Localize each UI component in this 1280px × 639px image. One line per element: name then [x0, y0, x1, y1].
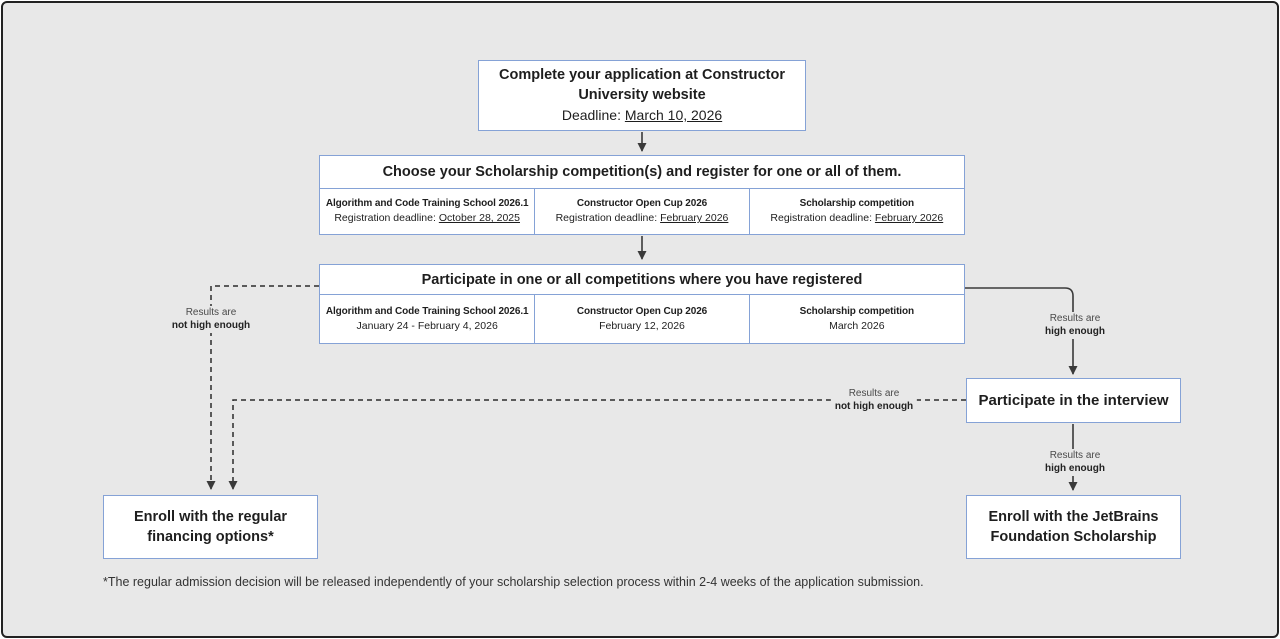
competition-deadline: Registration deadline: October 28, 2025: [334, 211, 520, 226]
step-choose-header: Choose your Scholarship competition(s) a…: [319, 155, 965, 189]
edge-label-line1: Results are: [1049, 313, 1101, 324]
edge-label-line1: Results are: [1049, 450, 1101, 461]
competition-deadline: Registration deadline: February 2026: [556, 211, 729, 226]
step-enroll-regular-box: Enroll with the regular financing option…: [103, 495, 318, 559]
edge-interview-to-regular: [228, 399, 966, 490]
participate-competition-scholarship: Scholarship competition March 2026: [748, 293, 965, 344]
step-application-deadline: Deadline: March 10, 2026: [562, 106, 722, 125]
competition-name: Algorithm and Code Training School 2026.…: [325, 198, 529, 210]
competition-date: January 24 - February 4, 2026: [356, 319, 498, 332]
competition-name: Constructor Open Cup 2026: [576, 198, 708, 210]
registration-deadline-date: February 2026: [660, 212, 729, 225]
edge-label-not-high-mid: Results are not high enough: [830, 387, 918, 414]
competition-name: Scholarship competition: [799, 198, 915, 210]
step-choose-group: Choose your Scholarship competition(s) a…: [319, 155, 965, 235]
step-enroll-jetbrains-box: Enroll with the JetBrains Foundation Sch…: [966, 495, 1181, 559]
step-participate-header: Participate in one or all competitions w…: [319, 264, 965, 295]
registration-deadline-date: February 2026: [874, 212, 944, 225]
registration-deadline-date: October 28, 2025: [438, 212, 520, 225]
edge-label-high-bottom: Results are high enough: [1041, 449, 1109, 476]
step-enroll-regular-title: Enroll with the regular financing option…: [133, 509, 288, 545]
choose-competitions-row: Algorithm and Code Training School 2026.…: [319, 187, 965, 235]
competition-name: Scholarship competition: [799, 305, 915, 317]
edge-label-line2: not high enough: [171, 319, 251, 331]
registration-deadline-label: Registration deadline:: [334, 212, 436, 225]
competition-name: Constructor Open Cup 2026: [576, 305, 708, 317]
edge-label-line2: high enough: [1045, 325, 1105, 337]
registration-deadline-label: Registration deadline:: [770, 212, 872, 225]
edge-label-line2: high enough: [1045, 462, 1105, 474]
participate-competition-acts: Algorithm and Code Training School 2026.…: [319, 293, 536, 344]
flow-arrows: [206, 132, 1078, 491]
step-enroll-jetbrains-title: Enroll with the JetBrains Foundation Sch…: [988, 509, 1159, 545]
choose-competition-scholarship: Scholarship competition Registration dea…: [748, 187, 965, 235]
edge-label-not-high-left: Results are not high enough: [167, 306, 255, 333]
competition-date: March 2026: [829, 319, 885, 332]
deadline-date: March 10, 2026: [624, 106, 723, 123]
competition-date: February 12, 2026: [599, 319, 685, 332]
edge-participate-to-regular: [206, 285, 319, 490]
edge-label-high-top: Results are high enough: [1041, 312, 1109, 339]
competition-name: Algorithm and Code Training School 2026.…: [325, 305, 529, 317]
step-interview-title: Participate in the interview: [978, 392, 1169, 409]
choose-competition-opencup: Constructor Open Cup 2026 Registration d…: [533, 187, 751, 235]
edge-label-line1: Results are: [185, 307, 237, 318]
participate-competition-opencup: Constructor Open Cup 2026 February 12, 2…: [533, 293, 751, 344]
registration-deadline-label: Registration deadline:: [555, 212, 658, 225]
step-interview-box: Participate in the interview: [966, 378, 1181, 423]
choose-competition-acts: Algorithm and Code Training School 2026.…: [319, 187, 536, 235]
edge-participate-to-interview: [965, 287, 1078, 375]
edge-label-line1: Results are: [848, 388, 900, 399]
footnote: *The regular admission decision will be …: [103, 575, 924, 589]
step-participate-group: Participate in one or all competitions w…: [319, 264, 965, 344]
step-application-box: Complete your application at Constructor…: [478, 60, 806, 131]
competition-deadline: Registration deadline: February 2026: [770, 211, 943, 226]
participate-competitions-row: Algorithm and Code Training School 2026.…: [319, 293, 965, 344]
step-application-title: Complete your application at Constructor…: [499, 67, 785, 103]
edge-label-line2: not high enough: [834, 400, 914, 412]
deadline-label: Deadline:: [561, 106, 621, 123]
